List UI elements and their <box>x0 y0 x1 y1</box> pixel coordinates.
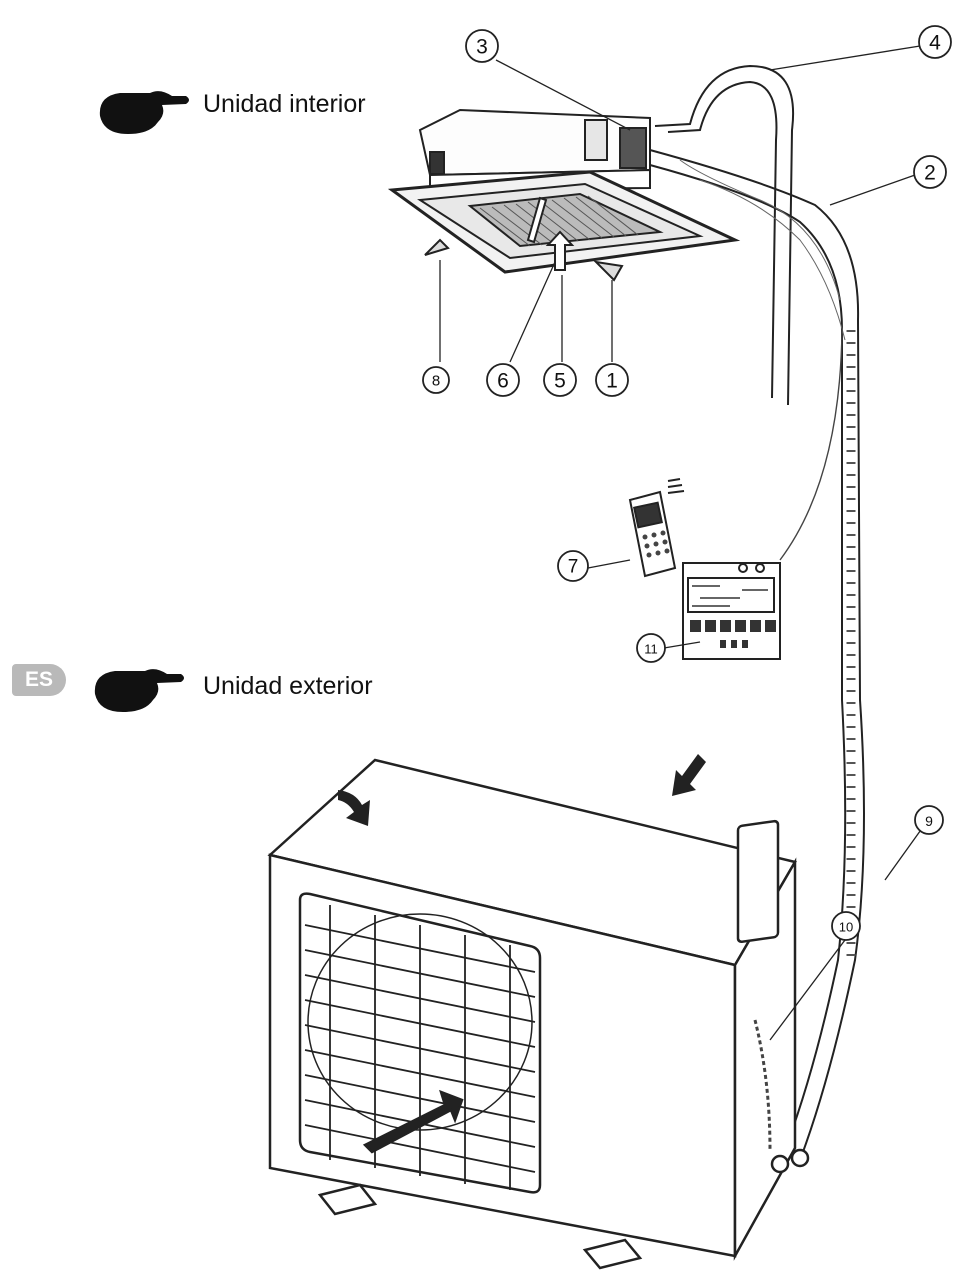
language-tag: ES <box>12 664 66 696</box>
air-intake-arrow-icon <box>338 790 370 826</box>
callout-5: 5 <box>554 370 566 393</box>
callout-9: 9 <box>925 813 933 829</box>
pointing-hand-icon <box>99 91 189 134</box>
wireless-remote-icon <box>628 478 685 578</box>
callout-4: 4 <box>929 32 941 55</box>
callout-2: 2 <box>924 162 936 185</box>
callout-numbers: 3 4 2 5 1 6 7 8 9 10 11 <box>432 32 941 935</box>
outdoor-unit-heading: Unidad exterior <box>203 672 373 700</box>
callout-11: 11 <box>644 642 658 657</box>
drain-hose <box>654 64 794 406</box>
wired-controller-icon <box>682 562 781 660</box>
outdoor-unit <box>267 758 810 1270</box>
callout-1: 1 <box>606 370 618 393</box>
callout-8: 8 <box>432 373 440 390</box>
indoor-unit-heading: Unidad interior <box>203 90 366 118</box>
air-intake-arrow-icon <box>672 754 706 796</box>
pointing-hand-icon <box>94 669 184 712</box>
callout-10: 10 <box>839 920 853 935</box>
refrigerant-pipe <box>649 149 865 1161</box>
indoor-cassette-unit <box>387 108 741 282</box>
callout-7: 7 <box>568 557 579 578</box>
callout-3: 3 <box>476 36 488 59</box>
callout-6: 6 <box>497 370 509 393</box>
